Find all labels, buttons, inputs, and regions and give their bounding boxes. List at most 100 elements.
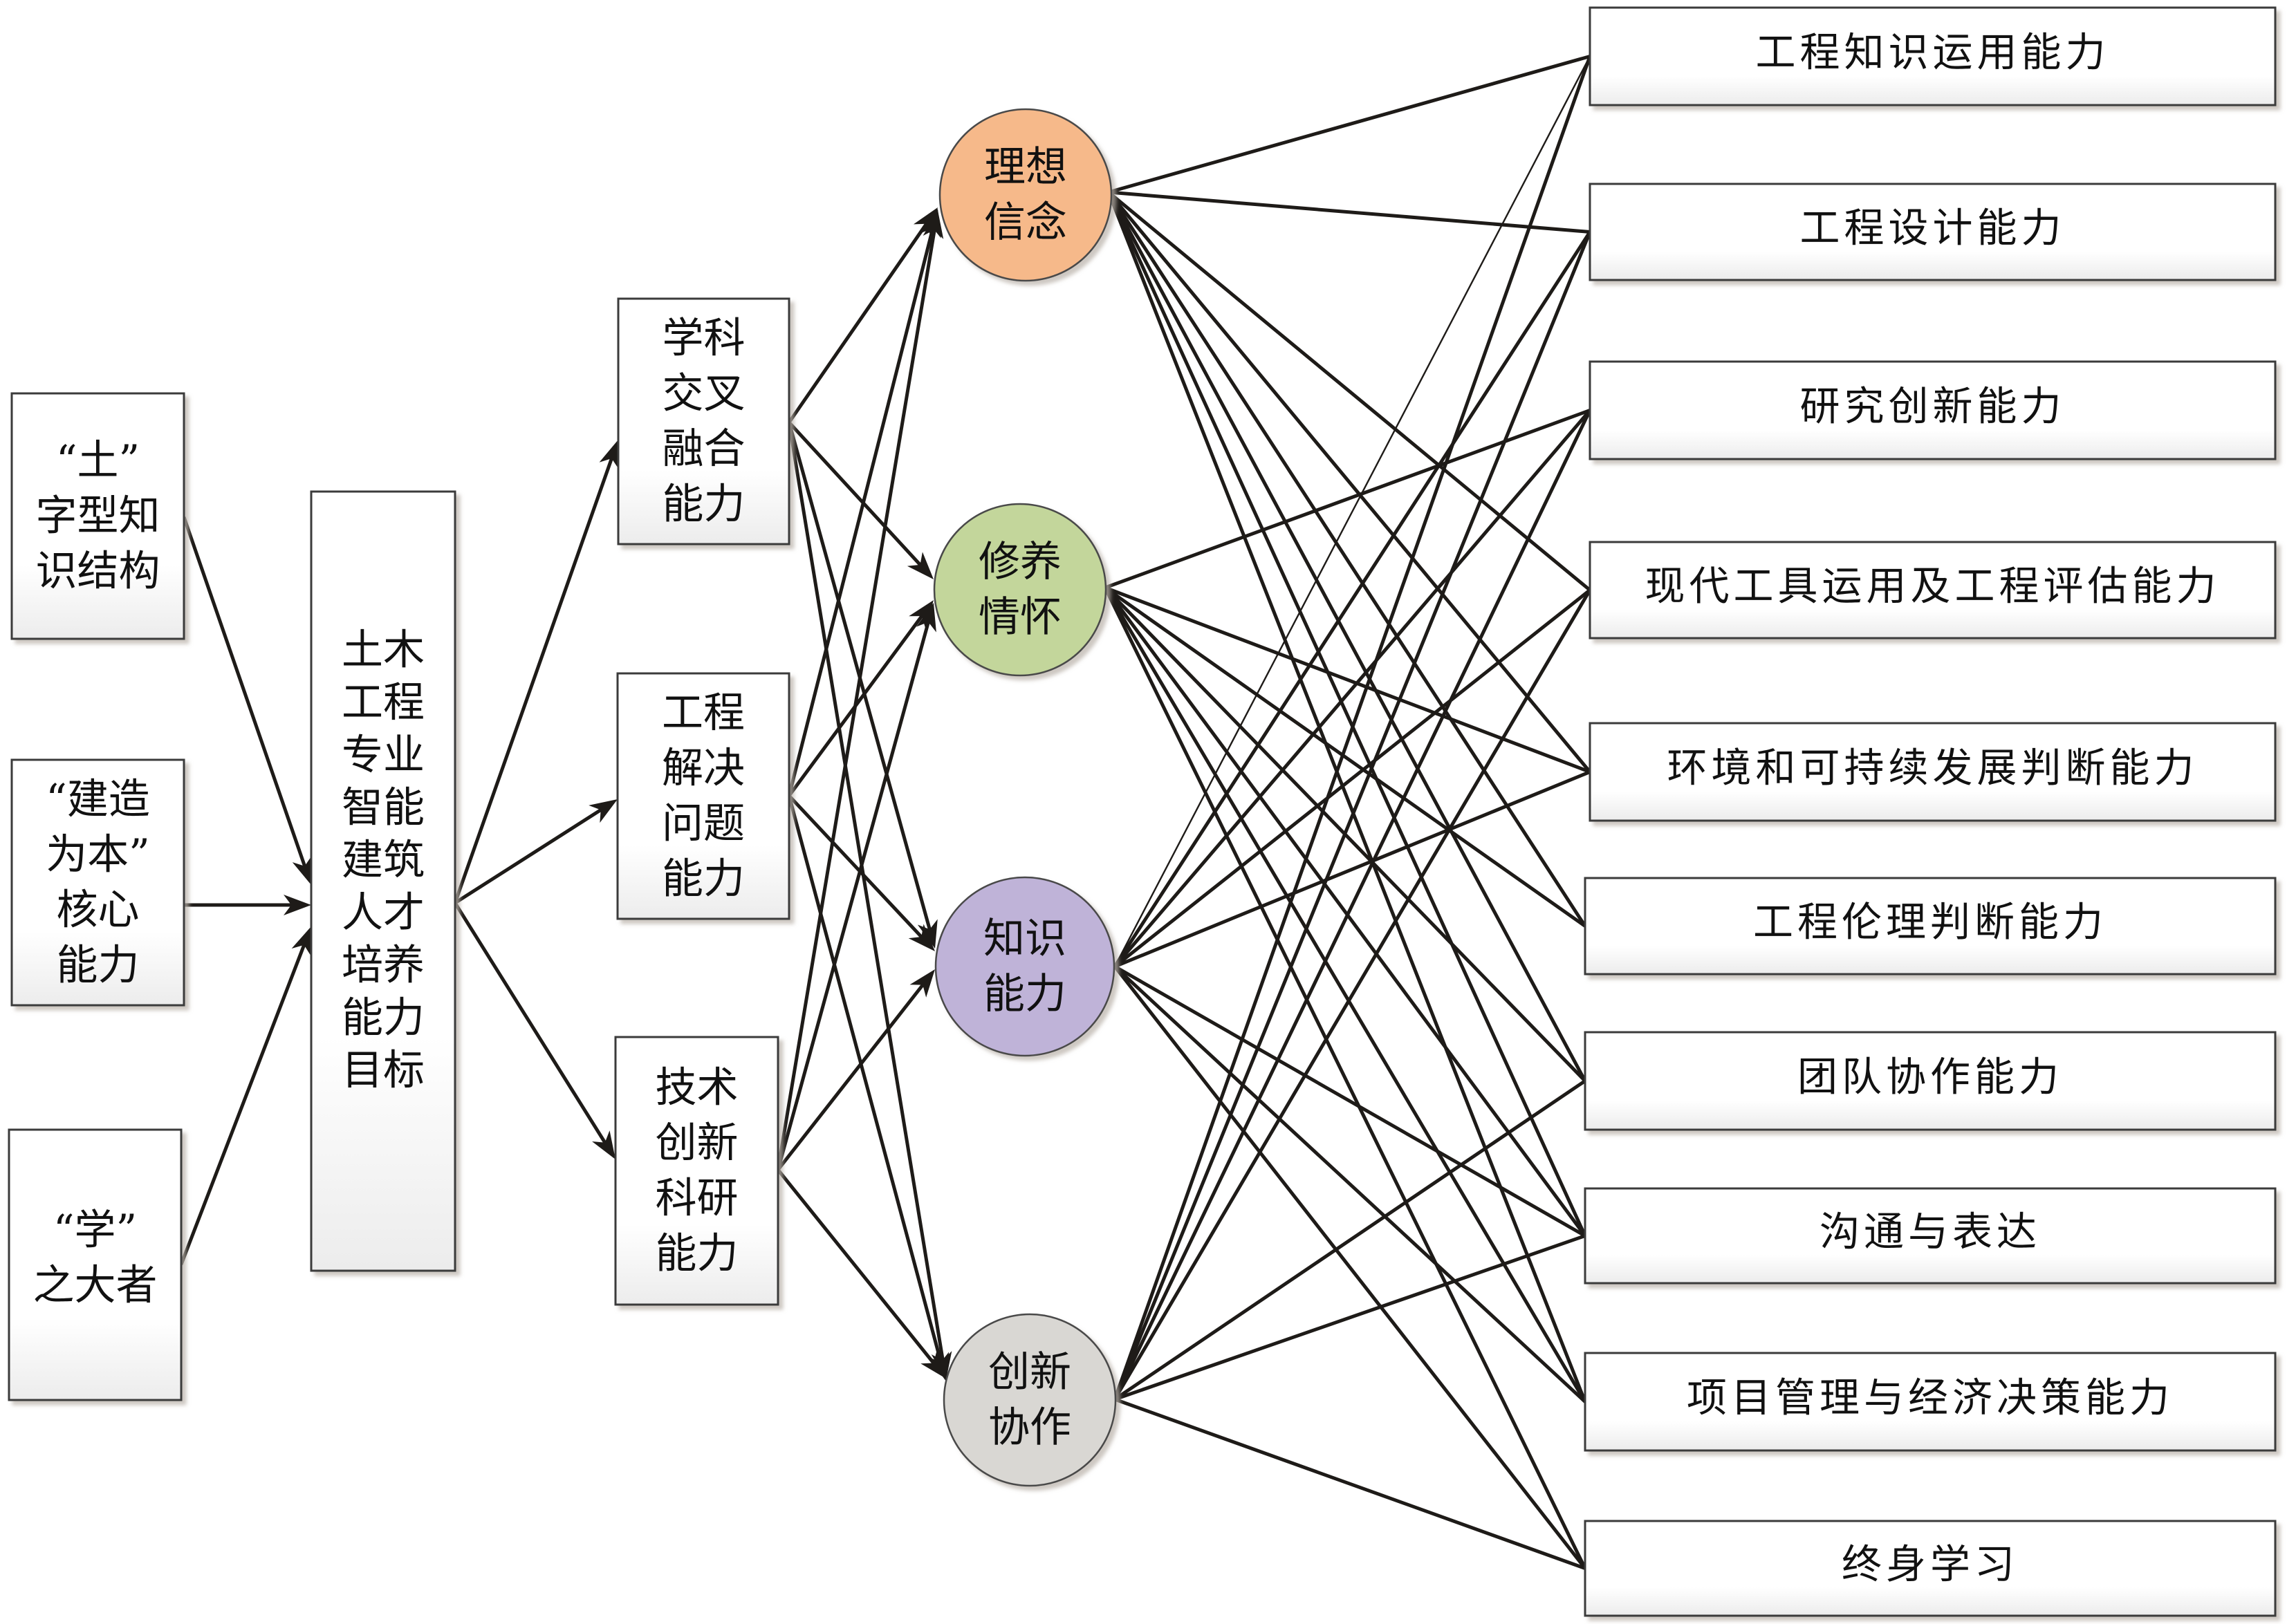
- edge-a3-to-q2-arrowhead: [916, 603, 936, 633]
- edge-q2-to-outcome-6: [1104, 586, 1586, 928]
- outcome-box-9[interactable]: 项目管理与经济决策能力: [1584, 1352, 2277, 1452]
- quality-label-1-line: 信念: [984, 198, 1067, 247]
- edge-q3-to-outcome-10: [1113, 965, 1586, 1570]
- goal-label-line: 人才: [342, 889, 425, 937]
- outcome-box-5[interactable]: 环境和可持续发展判断能力: [1589, 722, 2277, 822]
- edge-q4-to-outcome-4: [1113, 589, 1592, 1401]
- outcome-box-8[interactable]: 沟通与表达: [1584, 1187, 2277, 1285]
- ability-label-1-line: 学科: [663, 315, 746, 363]
- quality-label-2-line: 情怀: [979, 593, 1062, 642]
- outcome-box-6[interactable]: 工程伦理判断能力: [1584, 877, 2277, 976]
- edge-a3-to-q3: [777, 979, 928, 1171]
- edge-q4-to-outcome-10: [1114, 1397, 1586, 1570]
- edge-q4-to-outcome-1: [1113, 55, 1592, 1400]
- edge-q2-to-outcome-3: [1104, 409, 1591, 590]
- quality-circle-1: [938, 108, 1113, 282]
- outcome-label-1: 工程知识运用能力: [1755, 29, 2109, 76]
- outcome-label-4: 现代工具运用及工程评估能力: [1645, 563, 2220, 610]
- ability-label-2-line: 解决: [662, 745, 745, 793]
- edge-goal-to-a3: [453, 902, 610, 1149]
- source-label-1-line: 字型知: [36, 492, 160, 541]
- edge-a2-to-q3: [788, 794, 927, 943]
- outcome-box-3[interactable]: 研究创新能力: [1589, 360, 2277, 460]
- source-box-1-frame: [10, 392, 185, 640]
- outcome-box-3-frame: [1589, 360, 2277, 460]
- ability-label-1-line: 交叉: [663, 370, 746, 418]
- goal-label-line: 目标: [342, 1047, 425, 1095]
- outcome-box-4-frame: [1589, 541, 2277, 640]
- outcome-box-1-frame: [1589, 6, 2277, 106]
- connector-layer: [179, 55, 1592, 1570]
- outcome-box-4[interactable]: 现代工具运用及工程评估能力: [1589, 541, 2277, 640]
- outcome-box-10[interactable]: 终身学习: [1584, 1520, 2277, 1617]
- edge-q3-to-outcome-1: [1113, 55, 1591, 967]
- edge-s1-to-goal: [182, 516, 308, 872]
- ability-label-1-line: 融合: [663, 425, 746, 474]
- source-label-2-line: 能力: [57, 942, 140, 990]
- outcome-label-3: 研究创新能力: [1799, 383, 2065, 430]
- outcome-label-8: 沟通与表达: [1820, 1208, 2041, 1256]
- edge-goal-to-a2: [454, 805, 607, 905]
- edge-a3-to-q4: [777, 1168, 939, 1369]
- node-layer: “土”字型知识结构“建造为本”核心能力“学”之大者土木工程专业智能建筑人才培养能…: [8, 6, 2277, 1617]
- edge-a2-to-q3-arrowhead: [908, 924, 935, 951]
- quality-circle-2: [933, 503, 1107, 677]
- edge-q3-to-outcome-2: [1113, 231, 1592, 968]
- outcome-box-8-frame: [1584, 1187, 2277, 1285]
- outcome-label-6: 工程伦理判断能力: [1753, 899, 2107, 946]
- source-box-3-frame: [8, 1128, 183, 1401]
- goal-label-line: 专业: [342, 731, 425, 780]
- edge-q1-to-outcome-9: [1107, 192, 1587, 1403]
- edge-goal-to-a3-arrowhead: [592, 1130, 615, 1159]
- goal-label-line: 工程: [342, 679, 425, 727]
- source-label-3: “学”之大者: [33, 1206, 158, 1310]
- edge-s3-to-goal-arrowhead: [291, 926, 311, 956]
- goal-label-line: 培养: [342, 942, 425, 990]
- edge-goal-to-a1-arrowhead: [599, 440, 619, 469]
- edge-s1-to-goal-arrowhead: [292, 855, 313, 885]
- source-label-2-line: 为本”: [46, 831, 150, 879]
- edge-a1-to-q2-arrowhead: [907, 552, 934, 579]
- edge-a3-to-q2: [776, 615, 932, 1170]
- edge-q4-to-outcome-3: [1113, 409, 1592, 1401]
- source-label-3-line: 之大者: [33, 1262, 158, 1310]
- ability-label-3-line: 科研: [656, 1175, 739, 1223]
- outcome-box-1[interactable]: 工程知识运用能力: [1589, 6, 2277, 106]
- edge-q1-to-outcome-2: [1108, 190, 1591, 234]
- edge-a1-to-q4: [787, 422, 946, 1367]
- edge-q4-to-outcome-2: [1113, 231, 1592, 1400]
- outcome-box-7[interactable]: 团队协作能力: [1584, 1031, 2277, 1131]
- goal-label-line: 智能: [342, 784, 425, 832]
- outcome-label-7: 团队协作能力: [1797, 1054, 2063, 1101]
- outcome-box-2[interactable]: 工程设计能力: [1589, 183, 2277, 281]
- quality-label-2-line: 修养: [979, 538, 1062, 586]
- goal-label-line: 能力: [342, 994, 425, 1043]
- edge-q2-to-outcome-10: [1103, 586, 1587, 1569]
- ability-box-2-frame: [616, 672, 790, 920]
- ability-label-2-line: 工程: [662, 689, 745, 738]
- edge-q4-to-outcome-8: [1114, 1234, 1586, 1401]
- source-box-3[interactable]: “学”之大者: [8, 1128, 183, 1401]
- goal-box-frame: [310, 490, 456, 1272]
- ability-label-2-line: 问题: [662, 800, 745, 848]
- edge-q1-to-outcome-1: [1108, 55, 1591, 194]
- goal-label-line: 土木: [342, 626, 425, 675]
